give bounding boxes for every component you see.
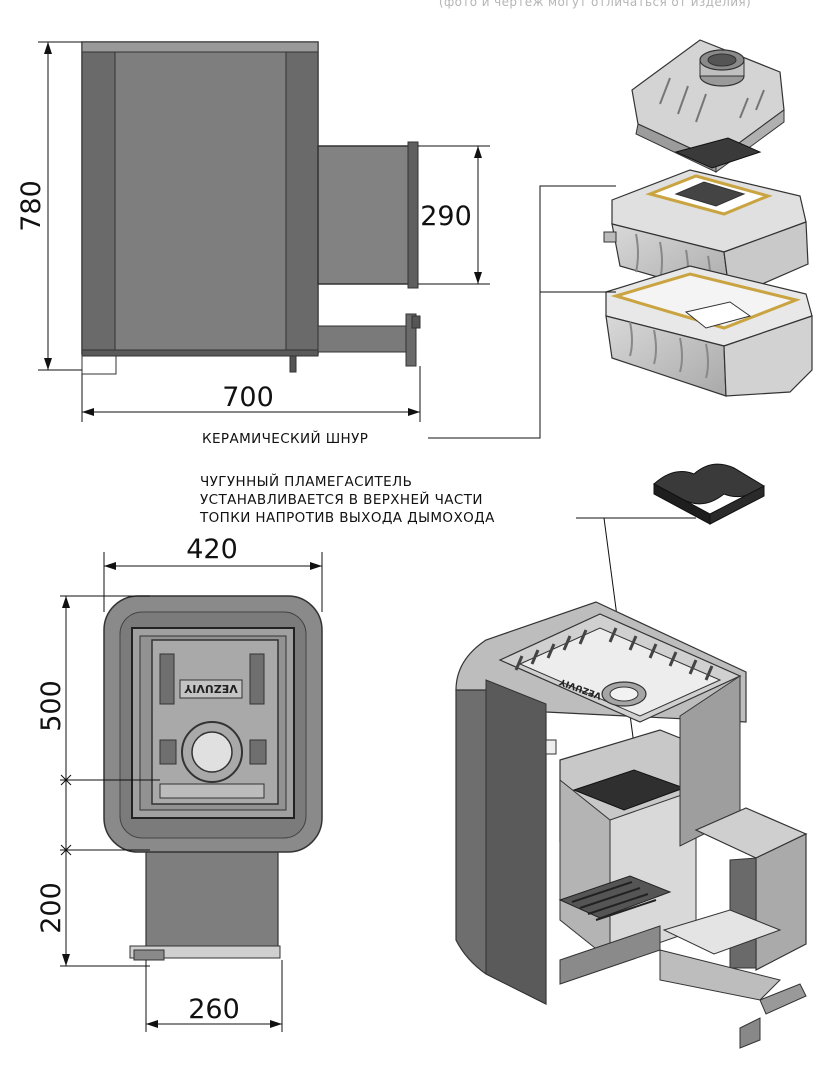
front-view: VEZUVIY 420 500 200 260 — [36, 534, 323, 1032]
exploded-parts — [603, 39, 813, 397]
ceramic-cord-label: КЕРАМИЧЕСКИЙ ШНУР — [202, 429, 368, 447]
flame-note-line-1: ЧУГУННЫЙ ПЛАМЕГАСИТЕЛЬ — [200, 472, 412, 490]
cutaway-view: VEZUVIY — [455, 601, 808, 1049]
dim-200: 200 — [36, 882, 67, 934]
dim-700: 700 — [222, 382, 274, 413]
flame-note-line-2: УСТАНАВЛИВАЕТСЯ В ВЕРХНЕЙ ЧАСТИ — [200, 490, 483, 508]
side-view: 780 290 700 — [16, 41, 490, 422]
dim-290: 290 — [420, 201, 472, 232]
dim-780: 780 — [16, 180, 47, 232]
ceramic-cord-callout: КЕРАМИЧЕСКИЙ ШНУР — [202, 185, 616, 447]
top-caption: (фото и чертеж могут отличаться от издел… — [439, 0, 751, 9]
flame-note-line-3: ТОПКИ НАПРОТИВ ВЫХОДА ДЫМОХОДА — [199, 510, 495, 526]
flame-arrester-callout: ЧУГУННЫЙ ПЛАМЕГАСИТЕЛЬ УСТАНАВЛИВАЕТСЯ В… — [199, 463, 765, 761]
dim-260: 260 — [188, 994, 240, 1025]
dim-420: 420 — [186, 534, 238, 565]
dim-500: 500 — [36, 680, 67, 732]
front-brand-mark: VEZUVIY — [183, 682, 238, 695]
